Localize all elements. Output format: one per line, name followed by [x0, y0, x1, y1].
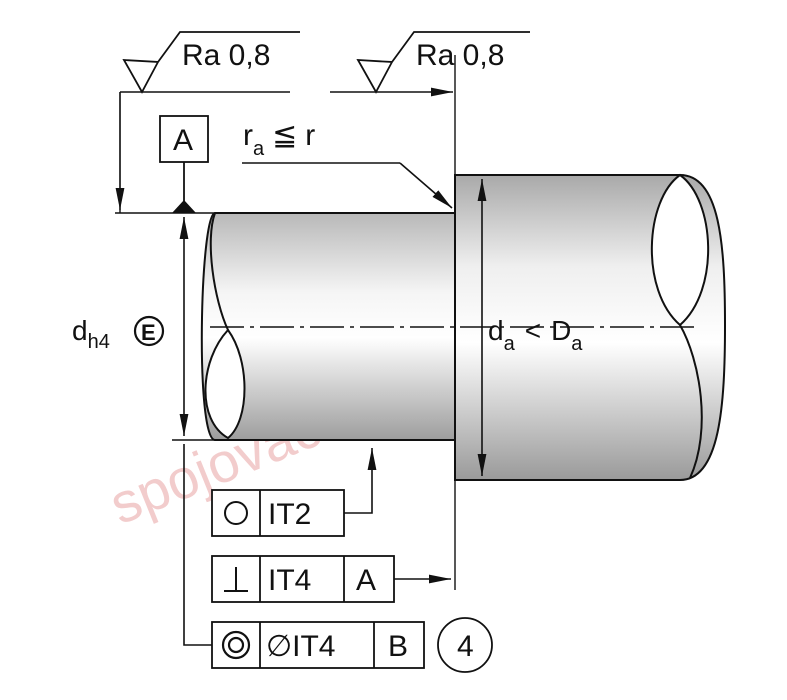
concentricity-icon	[221, 630, 251, 660]
surface-finish-label: Ra 0,8	[182, 39, 270, 72]
shoulder-diameter-label: da<Da	[488, 315, 583, 355]
envelope-symbol: E	[141, 320, 156, 345]
datum-a-label: A	[173, 124, 193, 157]
envelope-circle-icon	[133, 315, 165, 347]
datum-a-feature: A	[159, 115, 209, 213]
tolerance-value: IT2	[268, 498, 311, 531]
shaft-diameter-label: dh4	[72, 315, 110, 353]
shaft-diameter-dimension: dh4 E	[72, 217, 189, 436]
surface-finish-label: Ra 0,8	[416, 39, 504, 72]
radius-note: ra≦r	[242, 119, 453, 209]
shaft-break-ellipse	[204, 328, 246, 440]
surface-finish-2: Ra 0,8	[356, 31, 530, 94]
note-circle	[437, 617, 493, 673]
tolerance-value: IT4	[268, 564, 311, 597]
circularity-icon	[224, 501, 248, 525]
tolerance-frame-circularity: IT2	[211, 448, 377, 537]
perpendicularity-icon	[224, 567, 248, 592]
shoulder-diameter-dimension: da<Da	[477, 179, 583, 476]
surface-finish-1: Ra 0,8	[122, 31, 300, 94]
tolerance-frame-perpendicularity: IT4 A	[211, 555, 451, 603]
note-number: 4	[457, 630, 474, 663]
tolerance-value: ∅IT4	[266, 630, 335, 663]
datum-ref: A	[356, 564, 376, 597]
tolerance-frame-concentricity: ∅IT4 B 4	[183, 444, 493, 673]
datum-triangle-icon	[172, 200, 196, 213]
datum-ref: B	[388, 630, 408, 663]
radius-text: ra≦r	[243, 119, 315, 160]
